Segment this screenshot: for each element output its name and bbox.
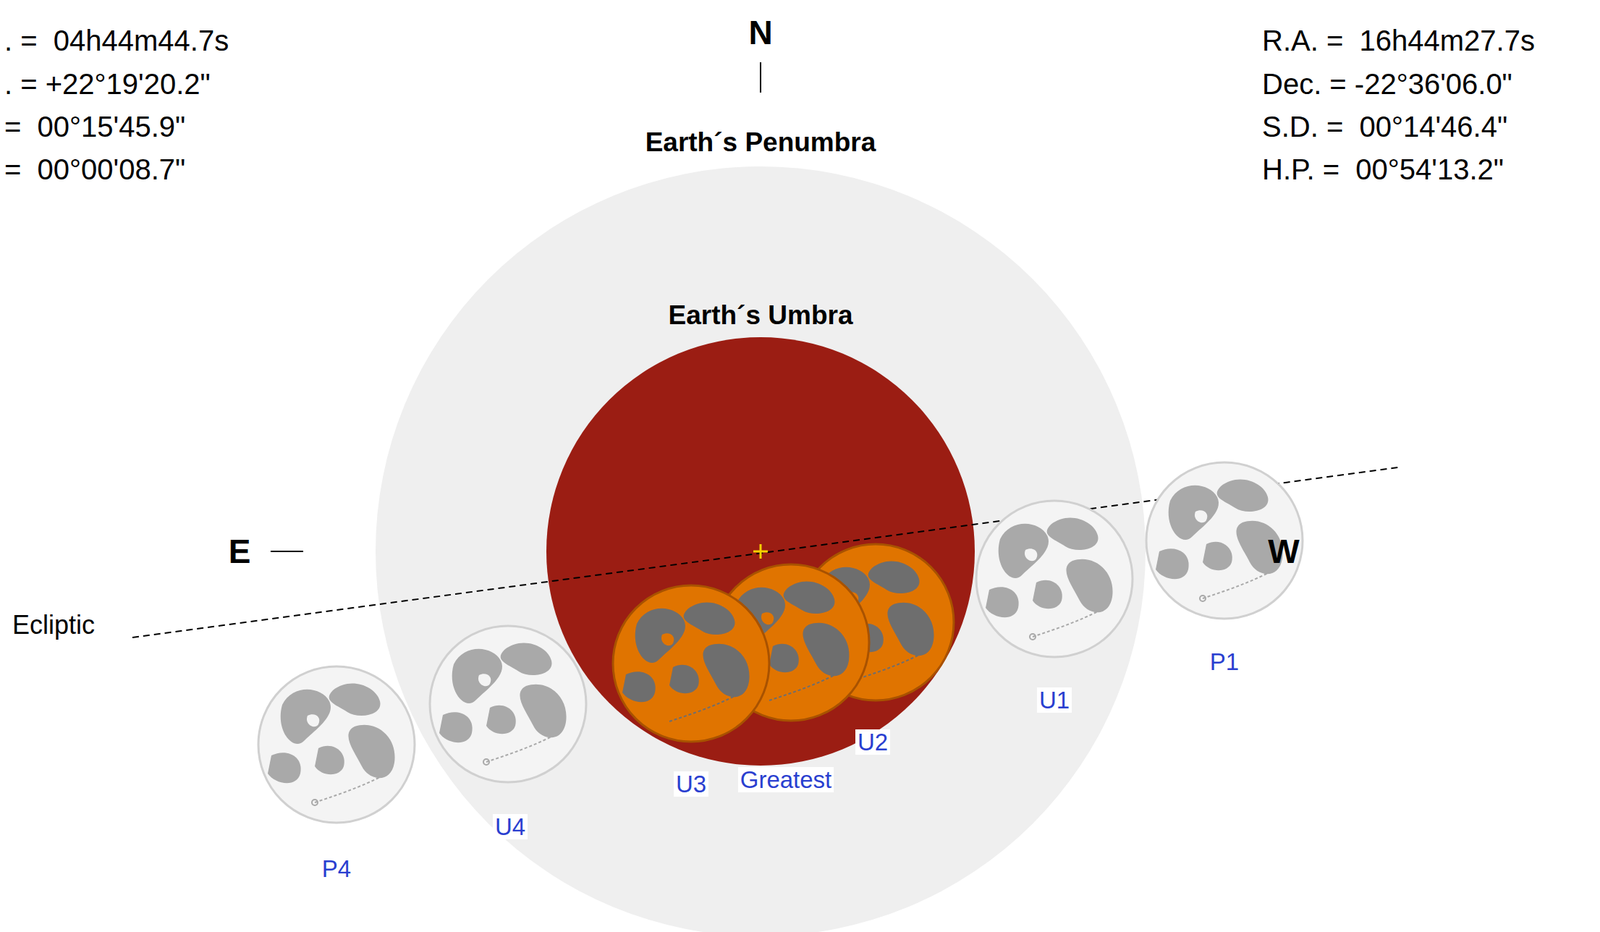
contact-label: Greatest: [738, 767, 835, 793]
region-heading: Earth´s Umbra: [668, 301, 854, 329]
moon-p4: [258, 666, 415, 823]
coordinate-text: . = +22°19'20.2": [4, 69, 211, 99]
moon-u1: [976, 500, 1133, 658]
moon-u4: [429, 625, 587, 783]
coordinate-text: = 00°15'45.9": [4, 112, 186, 142]
contact-label: P1: [1207, 649, 1242, 675]
coordinate-text: Dec. = -22°36'06.0": [1262, 69, 1513, 99]
moon-u3: [612, 585, 770, 742]
region-heading: Earth´s Penumbra: [645, 128, 877, 156]
direction-label: W: [1267, 534, 1299, 569]
coordinate-text: . = 04h44m44.7s: [4, 26, 229, 55]
moon-p1: [1146, 462, 1303, 619]
coordinate-text: S.D. = 00°14'46.4": [1262, 112, 1508, 142]
contact-label: U3: [673, 771, 709, 797]
north-tick: [759, 62, 762, 93]
coordinate-text: H.P. = 00°54'13.2": [1262, 154, 1504, 184]
contact-label: U1: [1036, 687, 1072, 713]
direction-label: E: [228, 534, 252, 569]
direction-label: N: [748, 15, 773, 50]
contact-label: U2: [855, 729, 891, 755]
coordinate-text: R.A. = 16h44m27.7s: [1262, 26, 1535, 55]
ecliptic-label: Ecliptic: [12, 612, 95, 639]
contact-label: U4: [492, 814, 528, 840]
coordinate-text: = 00°00'08.7": [4, 154, 186, 184]
contact-label: P4: [319, 856, 354, 882]
east-tick: [270, 550, 304, 553]
shadow-axis-mark: [753, 544, 768, 559]
